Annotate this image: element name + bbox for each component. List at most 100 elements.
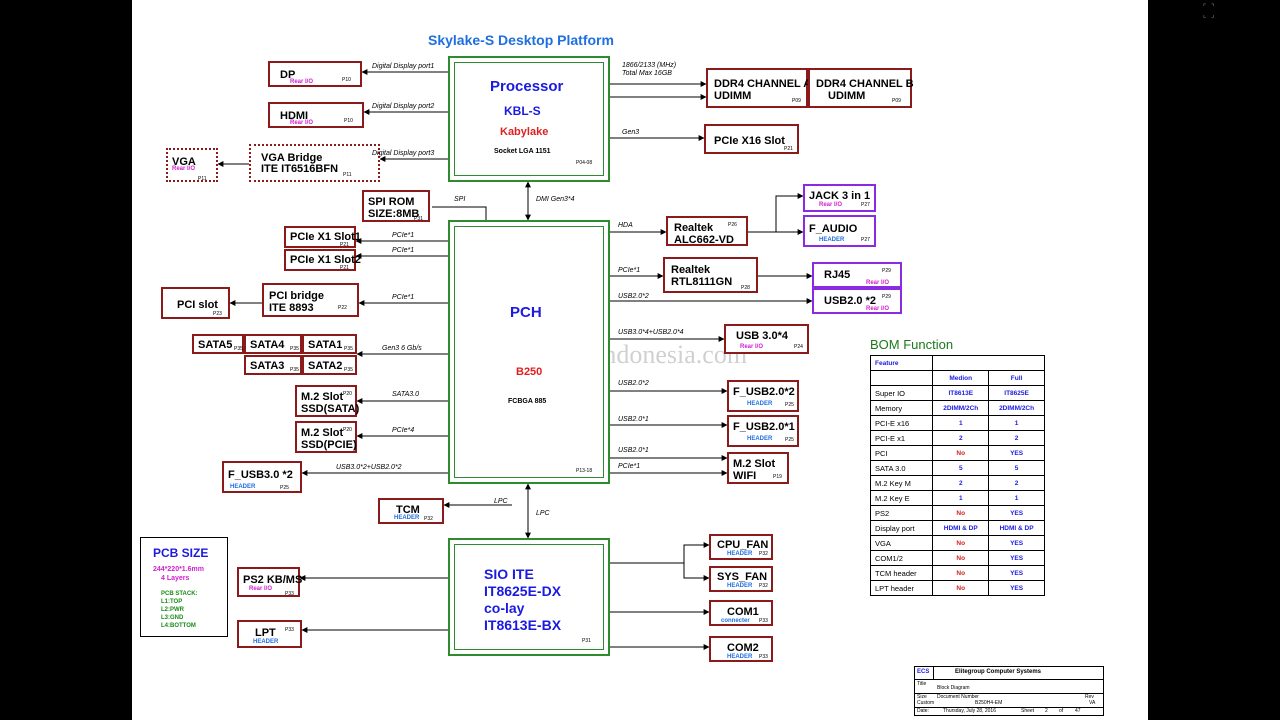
- rj45-port[interactable]: RJ45 Rear I/O P29: [812, 262, 902, 288]
- ddr4-channel-a[interactable]: DDR4 CHANNEL A UDIMM P09: [706, 68, 811, 108]
- usb20-rear-sub: Rear I/O: [866, 306, 890, 312]
- spi-rom-page: P31: [414, 216, 423, 222]
- lpt-label: LPT: [255, 627, 276, 639]
- processor-family: Kabylake: [500, 126, 549, 138]
- processor-block[interactable]: Processor KBL-S Kabylake Socket LGA 1151…: [448, 56, 610, 182]
- pch-title: PCH: [510, 304, 542, 321]
- spi-rom-chip[interactable]: SPI ROM SIZE:8MB P31: [362, 190, 430, 222]
- sata2-port[interactable]: SATA2 P35: [302, 355, 357, 375]
- f-audio-header[interactable]: F_AUDIO HEADER P27: [803, 215, 876, 247]
- m2-sata-page: P20: [343, 391, 352, 397]
- ps2-port[interactable]: PS2 KB/MS Rear I/O P33: [237, 567, 302, 597]
- dp-sub: Rear I/O: [290, 79, 314, 85]
- tcm-header[interactable]: TCM HEADER P32: [378, 498, 444, 524]
- hdmi-port[interactable]: HDMI Rear I/O P10: [268, 102, 364, 128]
- title-label: Title: [917, 681, 927, 687]
- bom-cell-medion: 2DIMM/2Ch: [932, 400, 990, 416]
- com1-connector[interactable]: COM1 connecter P33: [709, 600, 773, 626]
- realtek-lan-chip[interactable]: Realtek RTL8111GN P28: [663, 257, 758, 293]
- ps2-sub: Rear I/O: [249, 586, 273, 592]
- sata3-port[interactable]: SATA3 P35: [244, 355, 302, 375]
- lpt-header[interactable]: LPT HEADER P33: [237, 620, 302, 648]
- lpt-page: P33: [285, 627, 294, 633]
- hdmi-label: HDMI: [280, 110, 309, 122]
- f-usb20x1-page: P25: [785, 437, 794, 443]
- spi-rom-line1: SPI ROM: [368, 196, 415, 208]
- bom-cell-full: 2DIMM/2Ch: [988, 400, 1045, 416]
- vga-label: VGA: [172, 156, 196, 168]
- sio-block[interactable]: SIO ITE IT8625E-DX co-lay IT8613E-BX P31: [448, 538, 610, 656]
- bom-cell-medion: No: [932, 565, 990, 581]
- sata4-label: SATA4: [250, 339, 285, 351]
- jack-label: JACK 3 in 1: [809, 190, 871, 202]
- usb30-rear-page: P24: [794, 344, 803, 350]
- f-usb30-label: F_USB3.0 *2: [228, 469, 293, 481]
- sio-page: P31: [582, 638, 591, 644]
- pci-bridge-chip[interactable]: PCI bridge ITE 8893 P22: [262, 283, 359, 317]
- link-usb2x1-hdr: USB2.0*1: [618, 416, 649, 423]
- vga-sub: Rear I/O: [172, 166, 196, 172]
- realtek-audio-codec[interactable]: Realtek ALC662-VD P26: [666, 216, 748, 246]
- usb30-rear-sub: Rear I/O: [740, 344, 764, 350]
- com2-header[interactable]: COM2 HEADER P33: [709, 636, 773, 662]
- pch-block[interactable]: PCH B250 FCBGA 885 P13-18: [448, 220, 610, 484]
- fullscreen-icon[interactable]: ⌜⌝ ⌞⌟: [1203, 4, 1215, 19]
- lpt-sub: HEADER: [253, 639, 279, 645]
- pcie-x1-slot1[interactable]: PCIe X1 Slot1 P21: [284, 226, 361, 248]
- f-usb20x2-header[interactable]: F_USB2.0*2 HEADER P25: [727, 380, 799, 412]
- ddr4-channel-b[interactable]: DDR4 CHANNEL B UDIMM P09: [808, 68, 914, 108]
- sheet-label: Sheet: [1021, 708, 1035, 714]
- pcb-stack-l1: L1:TOP: [161, 599, 183, 605]
- processor-page: P04-08: [576, 160, 593, 166]
- vga-port[interactable]: VGA Rear I/O P11: [166, 148, 218, 182]
- docnum-value: B250H4-EM: [975, 700, 1003, 706]
- vga-bridge-page: P11: [343, 172, 352, 178]
- audio-jack[interactable]: JACK 3 in 1 Rear I/O P27: [803, 184, 876, 212]
- jack-page: P27: [861, 202, 870, 208]
- sata1-page: P35: [344, 346, 353, 352]
- vga-bridge-chip[interactable]: VGA Bridge ITE IT6516BFN P11: [249, 144, 380, 182]
- m2-ssd-sata-slot[interactable]: M.2 Slot SSD(SATA) P20: [295, 385, 359, 417]
- dp-port[interactable]: DP Rear I/O P10: [268, 61, 362, 87]
- vga-bridge-line1: VGA Bridge: [261, 152, 323, 164]
- com1-label: COM1: [727, 606, 759, 618]
- docnum-label: Document Number: [937, 694, 979, 700]
- bom-title: BOM Function: [870, 337, 954, 352]
- pcie-x16-slot[interactable]: PCIe X16 Slot P21: [704, 124, 799, 154]
- hdmi-page: P10: [344, 118, 353, 124]
- f-usb30-header[interactable]: F_USB3.0 *2 HEADER P25: [222, 461, 302, 493]
- m2-ssd-pcie-slot[interactable]: M.2 Slot SSD(PCIE) P20: [295, 421, 357, 453]
- usb30-rear-port[interactable]: USB 3.0*4 Rear I/O P24: [724, 324, 809, 354]
- m2-pcie-line2: SSD(PCIE): [301, 439, 357, 451]
- sata1-port[interactable]: SATA1 P35: [302, 334, 357, 354]
- sata5-port[interactable]: SATA5 P35: [192, 334, 244, 354]
- m2-wifi-slot[interactable]: M.2 Slot WIFI P19: [727, 452, 789, 484]
- sio-line4: IT8613E-BX: [484, 617, 562, 633]
- f-usb20x1-header[interactable]: F_USB2.0*1 HEADER P25: [727, 415, 799, 447]
- bom-cell-full: 2: [988, 475, 1045, 491]
- pci-slot[interactable]: PCI slot P23: [161, 287, 230, 319]
- link-pcie1-slot1: PCIe*1: [392, 232, 415, 239]
- sys-fan-header[interactable]: SYS_FAN HEADER P32: [709, 566, 773, 592]
- f-audio-label: F_AUDIO: [809, 223, 858, 235]
- ddr4-b-line2: UDIMM: [828, 90, 866, 102]
- usb20-rear-port[interactable]: USB2.0 *2 Rear I/O P29: [812, 288, 902, 314]
- bom-cell-medion: IT8613E: [932, 385, 990, 401]
- title-value: Block Diagram: [937, 685, 970, 691]
- f-usb30-sub: HEADER: [230, 484, 256, 490]
- hdmi-sub: Rear I/O: [290, 120, 314, 126]
- sata4-port[interactable]: SATA4 P35: [244, 334, 302, 354]
- cpu-fan-header[interactable]: CPU_FAN HEADER P32: [709, 534, 773, 560]
- link-pcie1-lan: PCIe*1: [618, 267, 641, 274]
- pcie-x1-slot2[interactable]: PCIe X1 Slot2 P21: [284, 249, 361, 271]
- realtek-audio-line1: Realtek: [674, 222, 714, 234]
- ddr4-a-page: P09: [792, 98, 801, 104]
- link-pcie1-wifi: PCIe*1: [618, 463, 641, 470]
